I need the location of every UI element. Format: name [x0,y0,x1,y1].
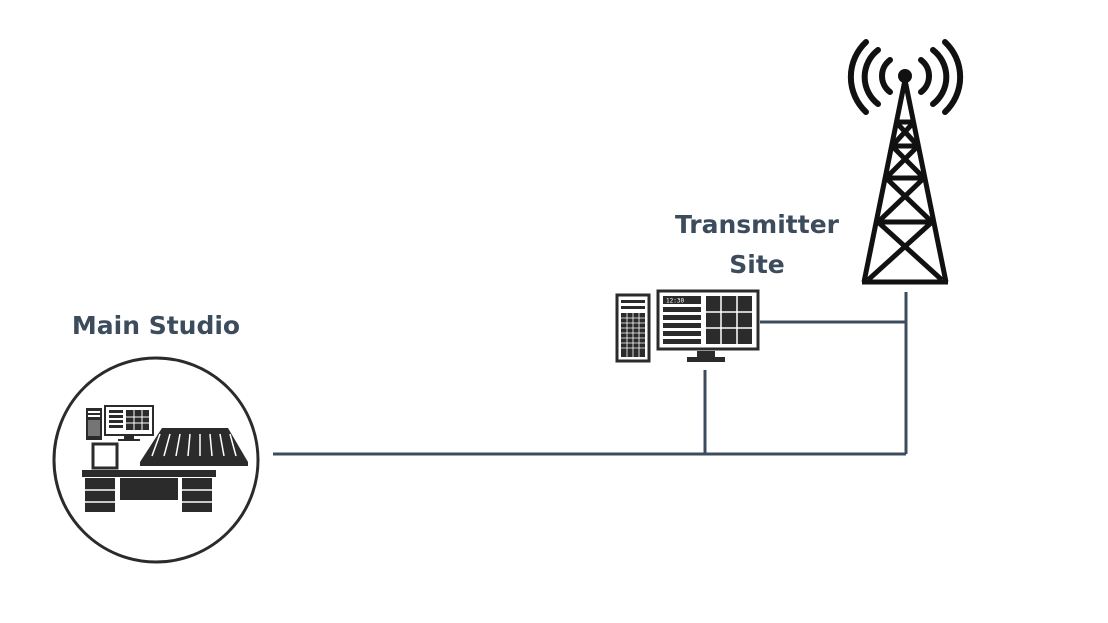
connections [273,292,908,456]
screen-clock: 12:30 [666,298,684,305]
main-studio-label: Main Studio [72,311,240,340]
radio-tower-icon [847,39,964,285]
transmitter-site-label-line1: Transmitter [675,210,840,239]
transmitter-site-label-line2: Site [729,250,784,279]
desktop-computer-icon: 12:30 [615,289,760,363]
studio-console-icon [52,356,260,564]
